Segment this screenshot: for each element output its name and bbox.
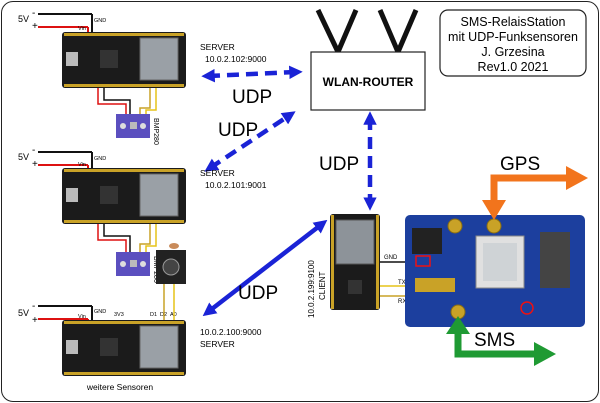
pin-vin-3: Vin (78, 314, 86, 320)
pin-gnd-1: GND (94, 18, 106, 24)
client-pin-rx: RX (398, 299, 406, 305)
gsm-gps-module (405, 215, 585, 327)
pin-d1-3: D1 (150, 312, 157, 318)
server-node-1: 5V - + GND Vin BMP280 SERVER 10.0.2.102:… (18, 8, 267, 145)
power-plus-3: + (32, 315, 38, 326)
title-line-4: Rev1.0 2021 (478, 60, 549, 74)
pin-vin-1: Vin (78, 26, 86, 32)
more-sensors-label: weitere Sensoren (86, 382, 153, 392)
client-pin-tx: TX (398, 280, 406, 286)
power-minus-1: - (32, 8, 35, 19)
udp-label-1: UDP (232, 87, 272, 108)
power-plus-2: + (32, 159, 38, 170)
title-line-1: SMS-RelaisStation (461, 15, 566, 29)
bmp280-label-2: BMP280 (152, 256, 159, 283)
server-node-3: 5V - + GND Vin 3V3 D1 D2 A0 weitere Sens… (18, 284, 262, 392)
pin-vin-2: Vin (78, 162, 86, 168)
udp-label-2: UDP (218, 120, 258, 141)
client-pin-gnd: GND (384, 255, 398, 261)
router-antenna-right (377, 9, 419, 55)
server-node-2: 5V - + GND Vin BMP280 SERVER 10.0.2.101:… (18, 145, 267, 284)
gps-label: GPS (500, 154, 540, 175)
udp-arrow-server-2 (204, 111, 296, 172)
server-1-role: SERVER (200, 42, 235, 52)
power-plus-1: + (32, 21, 38, 32)
power-5v-label-1: 5V (18, 14, 29, 24)
client-esp32: 10.0.2.199:9100 CLIENT GND TX RX (307, 214, 414, 318)
server-3-role: SERVER (200, 339, 235, 349)
sms-label: SMS (474, 330, 515, 351)
power-minus-3: - (32, 301, 35, 312)
router-antenna-left (315, 8, 359, 55)
udp-arrow-server-1 (201, 65, 303, 83)
gps-arrow: GPS (482, 154, 588, 220)
client-address: 10.0.2.199:9100 (307, 260, 316, 318)
udp-label-3: UDP (319, 154, 359, 175)
power-5v-label-3: 5V (18, 308, 29, 318)
sms-arrow: SMS (446, 316, 556, 366)
power-5v-label-2: 5V (18, 152, 29, 162)
server-1-address: 10.0.2.102:9000 (205, 54, 267, 64)
title-box: SMS-RelaisStation mit UDP-Funksensoren J… (439, 9, 587, 77)
bmp280-label-1: BMP280 (152, 118, 159, 145)
pin-gnd-2: GND (94, 156, 106, 162)
title-line-3: J. Grzesina (481, 45, 544, 59)
power-minus-2: - (32, 145, 35, 156)
server-2-address: 10.0.2.101:9001 (205, 180, 267, 190)
pin-3v3-3: 3V3 (114, 312, 124, 318)
wlan-router: WLAN-ROUTER (310, 8, 426, 111)
server-3-address: 10.0.2.100:9000 (200, 327, 262, 337)
pin-gnd-3: GND (94, 309, 106, 315)
udp-arrow-server-3 (202, 219, 328, 317)
router-label: WLAN-ROUTER (323, 75, 414, 89)
title-line-2: mit UDP-Funksensoren (448, 30, 578, 44)
udp-links (201, 65, 377, 317)
router-box (310, 51, 426, 111)
client-role: CLIENT (318, 271, 327, 300)
udp-label-4: UDP (238, 283, 278, 304)
server-2-role: SERVER (200, 168, 235, 178)
